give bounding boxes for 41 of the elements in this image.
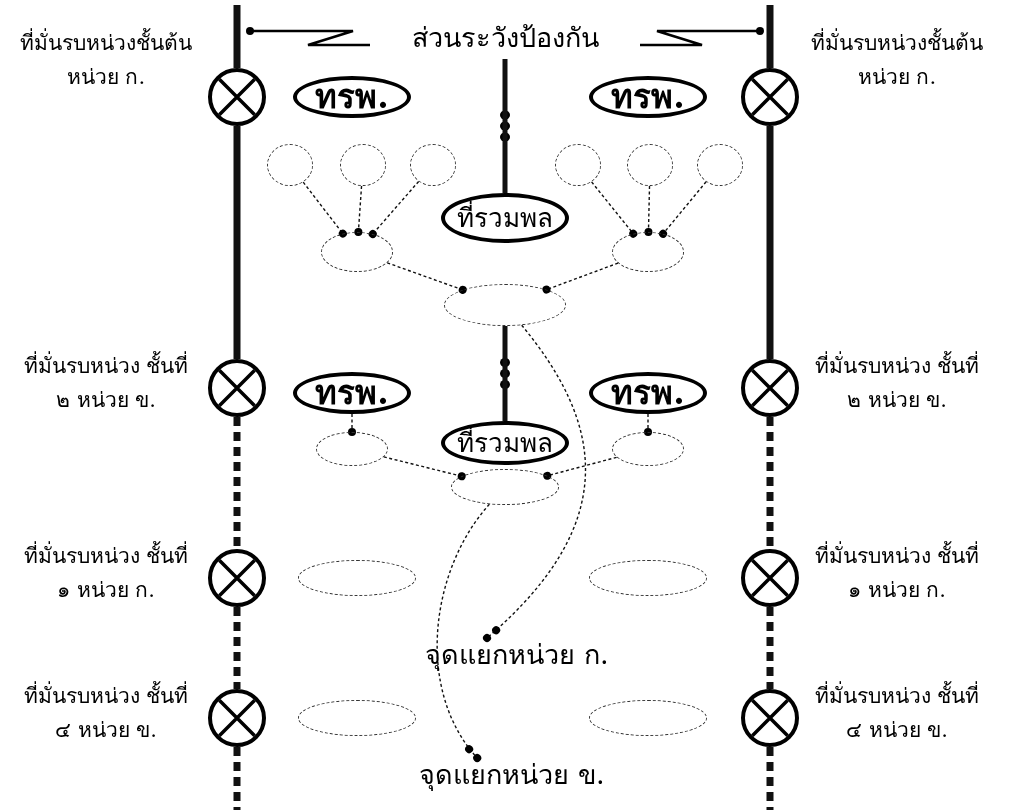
connector-line <box>502 59 508 193</box>
position-label: ที่มั่นรบหน่วง ชั้นที่ ๔ หน่วย ข. <box>15 680 197 748</box>
connector-line <box>483 324 587 642</box>
position-label: ที่มั่นรบหน่วง ชั้นที่ ๑ หน่วย ก. <box>806 540 988 608</box>
split-point-label: จุดแยกหน่วย ข. <box>392 758 632 792</box>
position-label: ที่มั่นรบหน่วง ชั้นที่ ๔ หน่วย ข. <box>806 680 988 748</box>
defensive-position-symbol <box>741 359 799 417</box>
connector-line <box>302 181 347 238</box>
defensive-position-symbol <box>741 689 799 747</box>
unit-ellipse: ทรพ. <box>293 76 411 118</box>
assembly-area-ellipse: ที่รวมพล <box>441 193 569 243</box>
position-label: ที่มั่นรบหน่วง ชั้นที่ ๒ หน่วย ข. <box>15 350 197 418</box>
area-label: ส่วนระวังป้องกัน <box>380 17 630 59</box>
connector-line <box>386 262 467 294</box>
connector-line <box>436 503 491 762</box>
unit-ellipse: ทรพ. <box>589 76 707 118</box>
connector-line <box>383 456 466 481</box>
connector-line <box>644 185 653 236</box>
connector-line <box>542 262 619 294</box>
position-label: ที่มั่นรบหน่วงชั้นต้น หน่วย ก. <box>806 27 988 95</box>
connector-line <box>354 185 363 236</box>
assembly-area-ellipse: ที่รวมพล <box>441 421 569 465</box>
defensive-position-symbol <box>208 68 266 126</box>
defensive-position-symbol <box>208 689 266 747</box>
defensive-position-symbol <box>741 68 799 126</box>
connector-line <box>502 326 508 421</box>
unit-ellipse: ทรพ. <box>293 372 411 414</box>
position-label: ที่มั่นรบหน่วงชั้นต้น หน่วย ก. <box>15 27 197 95</box>
connector-line <box>659 181 707 238</box>
connector-line <box>543 456 618 480</box>
connector-line <box>368 180 420 238</box>
connector-line <box>590 181 638 238</box>
connector-line <box>348 413 356 436</box>
connector-line <box>644 413 652 436</box>
position-label: ที่มั่นรบหน่วง ชั้นที่ ๒ หน่วย ข. <box>806 350 988 418</box>
split-point-label: จุดแยกหน่วย ก. <box>397 638 637 672</box>
unit-ellipse: ทรพ. <box>589 372 707 414</box>
defensive-position-symbol <box>208 359 266 417</box>
defensive-position-symbol <box>741 549 799 607</box>
defensive-position-symbol <box>208 549 266 607</box>
position-label: ที่มั่นรบหน่วง ชั้นที่ ๑ หน่วย ก. <box>15 540 197 608</box>
